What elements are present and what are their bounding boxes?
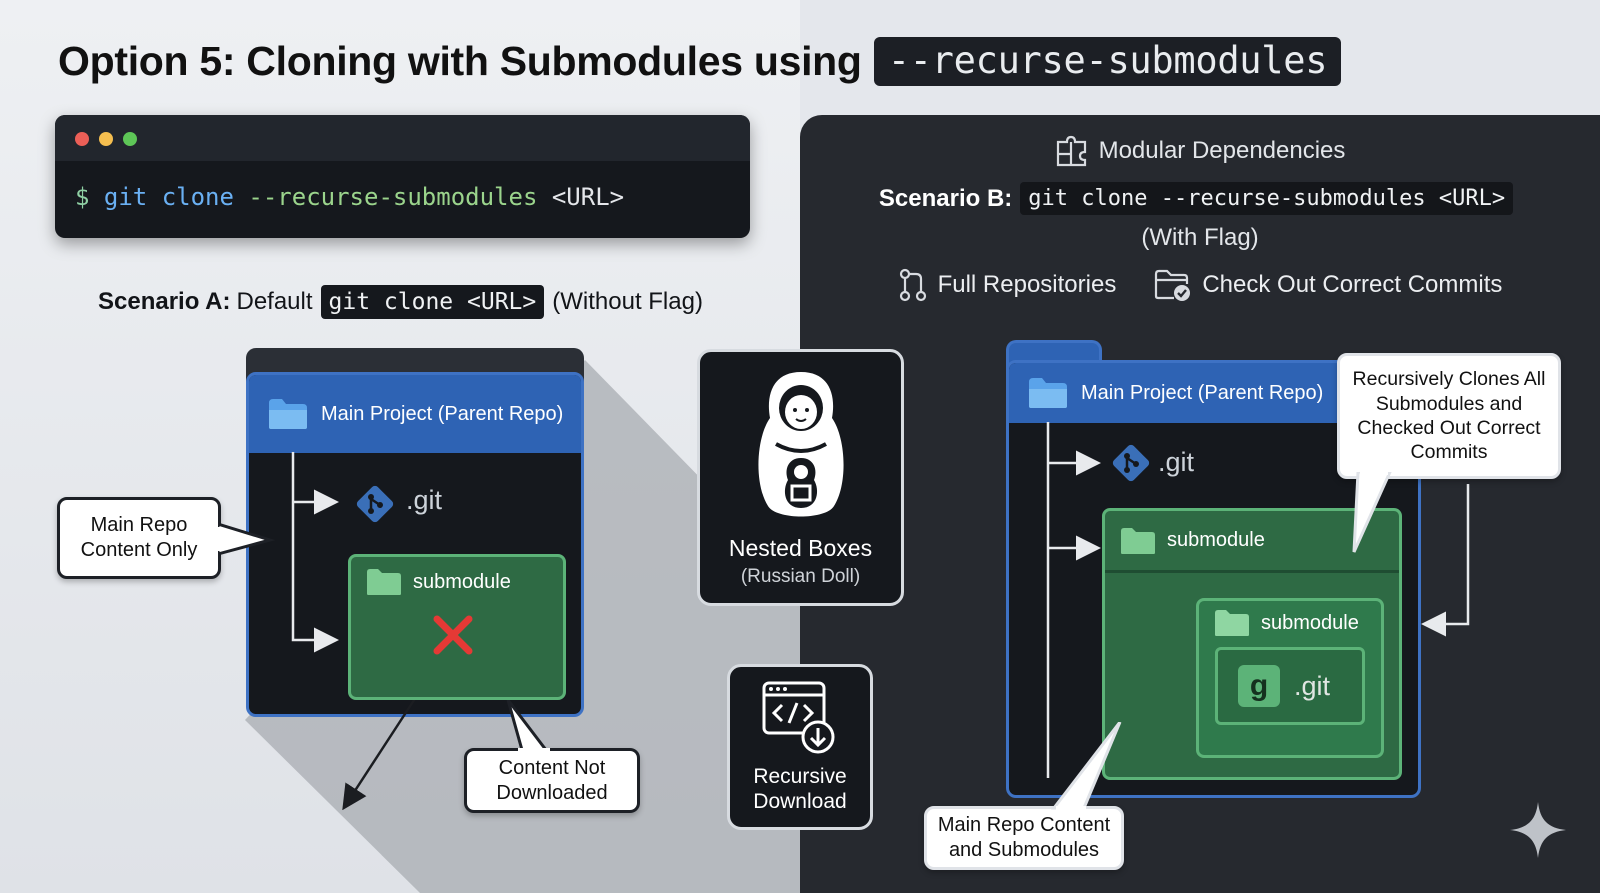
feature-full-repositories-label: Full Repositories <box>937 271 1117 298</box>
callout-recursively-clones: Recursively Clones All Submodules and Ch… <box>1337 353 1561 479</box>
callout-main-and-submodules: Main Repo Content and Submodules <box>924 806 1124 870</box>
terminal-arg: <URL> <box>551 183 625 211</box>
callout-pointer <box>1352 472 1392 553</box>
nested-submodule-header: submodule <box>1199 601 1381 645</box>
folder-icon <box>367 569 401 595</box>
left-submodule-label: submodule <box>413 570 511 593</box>
scenario-b-title: Scenario B: <box>878 184 1013 212</box>
scenario-b-features: Full Repositories Check Out Correct Comm… <box>800 268 1600 302</box>
puzzle-icon <box>1056 135 1086 167</box>
folder-icon <box>1215 610 1249 636</box>
terminal-command: git clone <box>103 183 234 211</box>
git-logo-icon <box>1112 444 1150 482</box>
callout-main-and-submodules-text: Main Repo Content and Submodules <box>937 814 1111 861</box>
left-submodule-header: submodule <box>351 559 563 605</box>
branch-icon <box>899 268 926 302</box>
callout-pointer <box>1050 722 1122 812</box>
recursive-download-tile: Recursive Download <box>727 664 873 830</box>
feature-check-out-commits-label: Check Out Correct Commits <box>1202 271 1503 298</box>
close-dot-icon <box>75 132 89 146</box>
folder-icon <box>1029 378 1067 408</box>
feature-full-repositories: Full Repositories <box>898 268 1117 302</box>
terminal-titlebar <box>55 115 750 161</box>
terminal-prompt: $ <box>75 183 90 211</box>
nested-boxes-title: Nested Boxes <box>728 535 873 561</box>
scenario-a-pre: Default <box>236 288 313 315</box>
folder-check-icon <box>1155 269 1191 301</box>
scenario-b-code: git clone --recurse-submodules <URL> <box>1020 182 1514 215</box>
folder-icon <box>269 399 307 429</box>
scenario-a-title: Scenario A: <box>98 288 231 315</box>
right-submodule-label: submodule <box>1167 529 1265 551</box>
nested-boxes-tile: Nested Boxes (Russian Doll) <box>697 349 904 606</box>
left-repo-title: Main Project (Parent Repo) <box>321 402 564 425</box>
minimize-dot-icon <box>99 132 113 146</box>
folder-icon <box>1121 527 1155 554</box>
nested-boxes-subtitle: (Russian Doll) <box>740 566 861 587</box>
terminal-flag: --recurse-submodules <box>248 183 538 211</box>
callout-pointer <box>506 700 550 752</box>
missing-x-icon <box>433 615 473 655</box>
git-g-icon: g <box>1238 665 1280 707</box>
page-title-code: --recurse-submodules <box>873 36 1342 86</box>
terminal-window: $ git clone --recurse-submodules <URL> <box>55 115 750 238</box>
scenario-b-subtitle: (With Flag) <box>1141 224 1259 251</box>
callout-pointer <box>218 522 276 556</box>
nested-git-box: g .git <box>1215 647 1365 725</box>
nested-submodule-label: submodule <box>1261 611 1359 634</box>
right-repo-title: Main Project (Parent Repo) <box>1081 381 1324 404</box>
left-repo-header: Main Project (Parent Repo) <box>249 375 581 453</box>
callout-main-repo-only-text: Main Repo Content Only <box>80 514 198 561</box>
right-submodule-header: submodule <box>1105 511 1399 573</box>
git-logo-icon <box>356 485 394 523</box>
recursive-download-label: Recursive Download <box>753 765 847 814</box>
russian-doll-icon <box>757 372 844 517</box>
modular-dependencies-header: Modular Dependencies <box>800 134 1600 168</box>
nested-submodule-folder: submodule g .git <box>1196 598 1384 758</box>
callout-content-not-downloaded: Content Not Downloaded <box>464 748 640 813</box>
modular-dependencies-label: Modular Dependencies <box>1098 137 1346 164</box>
scenario-a-code: git clone <URL> <box>320 285 545 319</box>
scenario-a-post: (Without Flag) <box>552 288 703 315</box>
left-repo-connectors <box>291 452 420 811</box>
terminal-command-line: $ git clone --recurse-submodules <URL> <box>75 183 624 211</box>
scenario-b-label: Scenario B: git clone --recurse-submodul… <box>800 182 1600 215</box>
recursive-download-icon <box>762 681 835 754</box>
maximize-dot-icon <box>123 132 137 146</box>
left-git-label: .git <box>406 485 443 515</box>
sparkle-icon <box>1510 802 1566 858</box>
scenario-a-label: Scenario A: Default git clone <URL> (Wit… <box>98 284 703 320</box>
feature-check-out-commits: Check Out Correct Commits <box>1154 268 1502 302</box>
page-title-text: Option 5: Cloning with Submodules using <box>58 37 862 84</box>
right-git-label: .git <box>1158 447 1195 477</box>
nested-git-label: .git <box>1294 670 1331 701</box>
callout-main-repo-only: Main Repo Content Only <box>57 497 221 579</box>
page-title: Option 5: Cloning with Submodules using … <box>58 36 1342 86</box>
callout-content-not-downloaded-text: Content Not Downloaded <box>496 756 608 804</box>
callout-recursively-clones-text: Recursively Clones All Submodules and Ch… <box>1352 368 1546 464</box>
left-submodule-folder: submodule <box>348 554 566 700</box>
